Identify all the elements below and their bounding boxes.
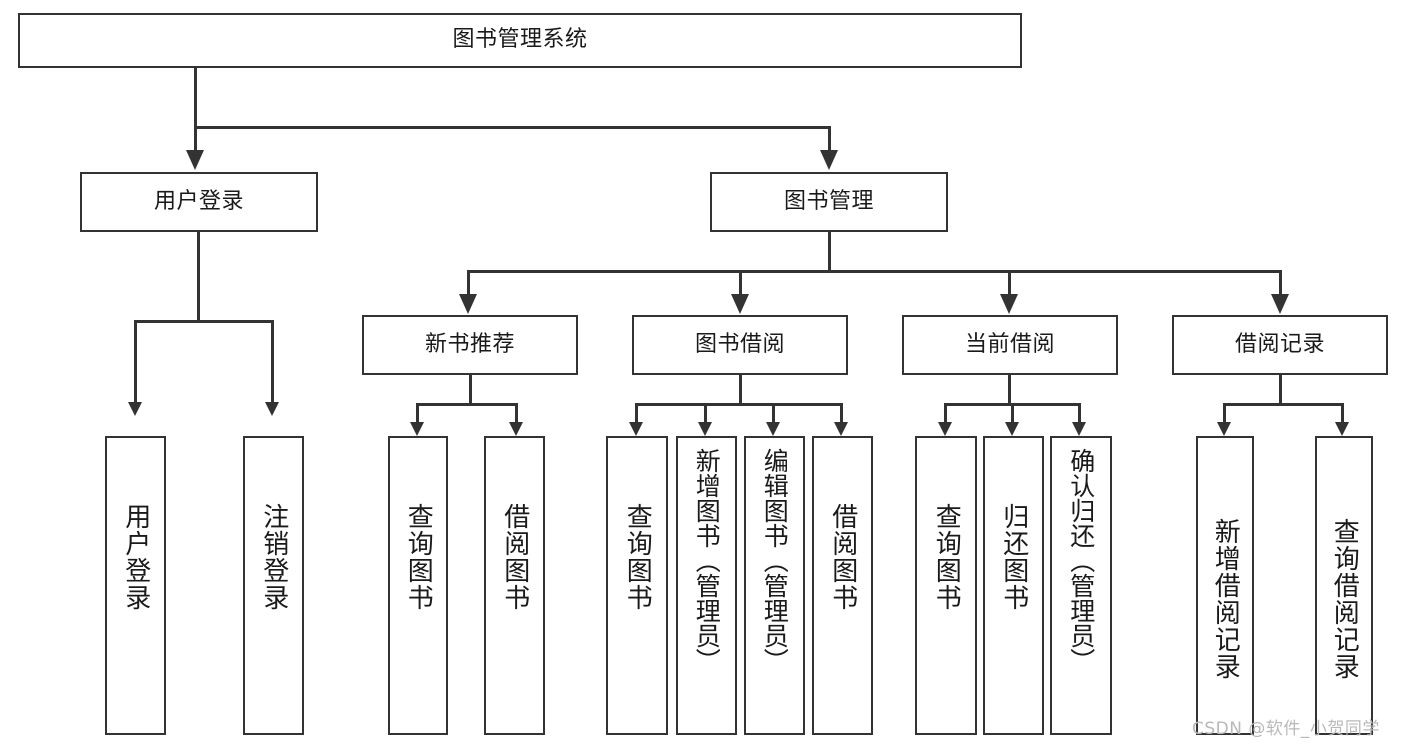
node-label: 注销登录 [258,503,289,611]
node-label: 查询借阅记录 [1329,518,1360,680]
arrowhead-book-borrow-leaf-3 [766,422,780,436]
connector-book-borrow-stem [739,375,742,405]
arrowhead-borrow-record-leaf-2 [1335,422,1349,436]
arrowhead-borrow-record-leaf-1 [1217,422,1231,436]
node-user-login[interactable]: 用户登录 [80,172,318,232]
arrowhead-book-borrow-leaf-1 [629,422,643,436]
node-book-management[interactable]: 图书管理 [710,172,948,232]
node-label: 新增借阅记录 [1210,518,1241,680]
connector-bm-to-current-borrow [1008,270,1011,298]
node-label: 借阅图书 [827,503,858,611]
arrowhead-user-login-leaf-1 [128,402,142,416]
connector-borrow-record-leaf-2 [1341,403,1344,425]
watermark-text: CSDN @软件_小贺同学 [1192,719,1380,739]
node-label: 图书管理系统 [452,27,588,53]
arrowhead-root-to-book-management [820,150,838,170]
node-new-book-recommend[interactable]: 新书推荐 [362,315,578,375]
connector-current-borrow-stem [1008,375,1011,405]
connector-new-book-leaf-1 [416,403,419,425]
node-label: 借阅图书 [499,503,530,611]
connector-root-stem [194,68,197,126]
arrowhead-current-borrow-leaf-2 [1005,422,1019,436]
arrowhead-bm-borrow-record [1271,294,1289,314]
connector-borrow-record-stem [1279,375,1282,405]
leaf-new-book-borrow-book[interactable]: 借阅图书 [484,436,545,735]
leaf-book-borrow-add-book-admin[interactable]: 新增图书（管理员） [676,436,737,735]
arrowhead-root-to-user-login [186,150,204,170]
leaf-book-borrow-borrow-book[interactable]: 借阅图书 [812,436,873,735]
connector-book-borrow-bus [635,403,843,406]
node-label: 确认归还（管理员） [1066,448,1096,673]
node-label: 借阅记录 [1234,331,1325,357]
connector-new-book-leaf-2 [515,403,518,425]
leaf-book-borrow-query-book[interactable]: 查询图书 [606,436,668,735]
node-label: 图书管理 [783,188,874,214]
node-label: 用户登录 [120,503,151,611]
arrowhead-bm-current-borrow [1000,294,1018,314]
node-label: 图书借阅 [694,331,785,357]
leaf-new-book-query-book[interactable]: 查询图书 [388,436,448,735]
connector-new-book-bus [416,403,518,406]
connector-current-borrow-leaf-1 [944,403,947,425]
connector-root-to-book-management [828,126,831,154]
node-label: 归还图书 [998,503,1029,611]
connector-book-borrow-leaf-3 [772,403,775,425]
node-label: 查询图书 [403,503,434,611]
leaf-current-borrow-query-book[interactable]: 查询图书 [915,436,977,735]
connector-bm-to-borrow-record [1279,270,1282,298]
arrowhead-bm-new-book [459,294,477,314]
connector-new-book-stem [469,375,472,405]
arrowhead-new-book-leaf-1 [410,422,424,436]
node-label: 用户登录 [153,188,244,214]
leaf-borrow-record-query-record[interactable]: 查询借阅记录 [1315,436,1373,735]
connector-book-borrow-leaf-4 [840,403,843,425]
node-label: 查询图书 [931,503,962,611]
connector-current-borrow-leaf-2 [1011,403,1014,425]
node-current-borrow[interactable]: 当前借阅 [902,315,1118,375]
connector-root-to-user-login [194,126,197,154]
node-label: 编辑图书（管理员） [760,448,790,673]
connector-book-management-bus [467,270,1282,273]
arrowhead-user-login-leaf-2 [265,402,279,416]
arrowhead-current-borrow-leaf-1 [938,422,952,436]
node-label: 当前借阅 [964,331,1055,357]
node-label: 新增图书（管理员） [692,448,722,673]
node-label: 新书推荐 [424,331,515,357]
connector-user-login-stem [197,232,200,322]
leaf-borrow-record-add-record[interactable]: 新增借阅记录 [1196,436,1254,735]
connector-bm-to-new-book [467,270,470,298]
connector-current-borrow-leaf-3 [1078,403,1081,425]
arrowhead-current-borrow-leaf-3 [1072,422,1086,436]
node-borrow-record[interactable]: 借阅记录 [1172,315,1388,375]
node-book-borrow[interactable]: 图书借阅 [632,315,848,375]
node-label: 查询图书 [622,503,653,611]
connector-borrow-record-bus [1223,403,1343,406]
connector-book-management-stem [828,232,831,272]
connector-book-borrow-leaf-1 [635,403,638,425]
leaf-current-borrow-confirm-return-admin[interactable]: 确认归还（管理员） [1050,436,1112,735]
arrowhead-book-borrow-leaf-4 [834,422,848,436]
arrowhead-new-book-leaf-2 [509,422,523,436]
node-root-book-management-system[interactable]: 图书管理系统 [18,13,1022,68]
connector-user-login-bus [134,320,272,323]
connector-borrow-record-leaf-1 [1223,403,1226,425]
leaf-user-login[interactable]: 用户登录 [105,436,166,735]
connector-bm-to-book-borrow [739,270,742,298]
connector-book-borrow-leaf-2 [704,403,707,425]
arrowhead-book-borrow-leaf-2 [698,422,712,436]
arrowhead-bm-book-borrow [731,294,749,314]
leaf-current-borrow-return-book[interactable]: 归还图书 [983,436,1044,735]
connector-root-bus [194,126,831,129]
leaf-logout[interactable]: 注销登录 [243,436,304,735]
connector-user-login-to-leaf-1 [134,320,137,405]
connector-user-login-to-leaf-2 [271,320,274,405]
leaf-book-borrow-edit-book-admin[interactable]: 编辑图书（管理员） [744,436,805,735]
